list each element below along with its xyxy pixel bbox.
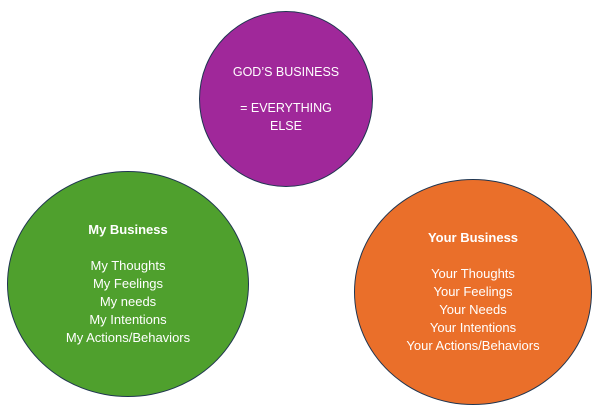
your-business-item-feelings: Your Feelings [433, 284, 513, 299]
my-business-item-thoughts: My Thoughts [90, 258, 166, 273]
gods-business-equals-everything: = EVERYTHING [240, 101, 332, 115]
your-business-item-intentions: Your Intentions [429, 320, 517, 335]
your-business-item-needs: Your Needs [439, 302, 507, 317]
gods-business-circle: GOD’S BUSINESS = EVERYTHING ELSE [199, 11, 373, 187]
your-business-item-actions: Your Actions/Behaviors [406, 338, 540, 353]
your-business-circle: Your Business Your Thoughts Your Feeling… [354, 179, 592, 405]
my-business-item-feelings: My Feelings [92, 276, 164, 291]
my-business-item-needs: My needs [99, 294, 157, 309]
my-business-item-actions: My Actions/Behaviors [65, 330, 191, 345]
my-business-item-intentions: My Intentions [89, 312, 167, 327]
gods-business-else: ELSE [270, 119, 302, 133]
my-business-circle: My Business My Thoughts My Feelings My n… [7, 171, 249, 397]
gods-business-title: GOD’S BUSINESS [232, 65, 340, 79]
my-business-title: My Business [88, 222, 168, 237]
your-business-title: Your Business [427, 230, 519, 245]
your-business-item-thoughts: Your Thoughts [431, 266, 515, 281]
